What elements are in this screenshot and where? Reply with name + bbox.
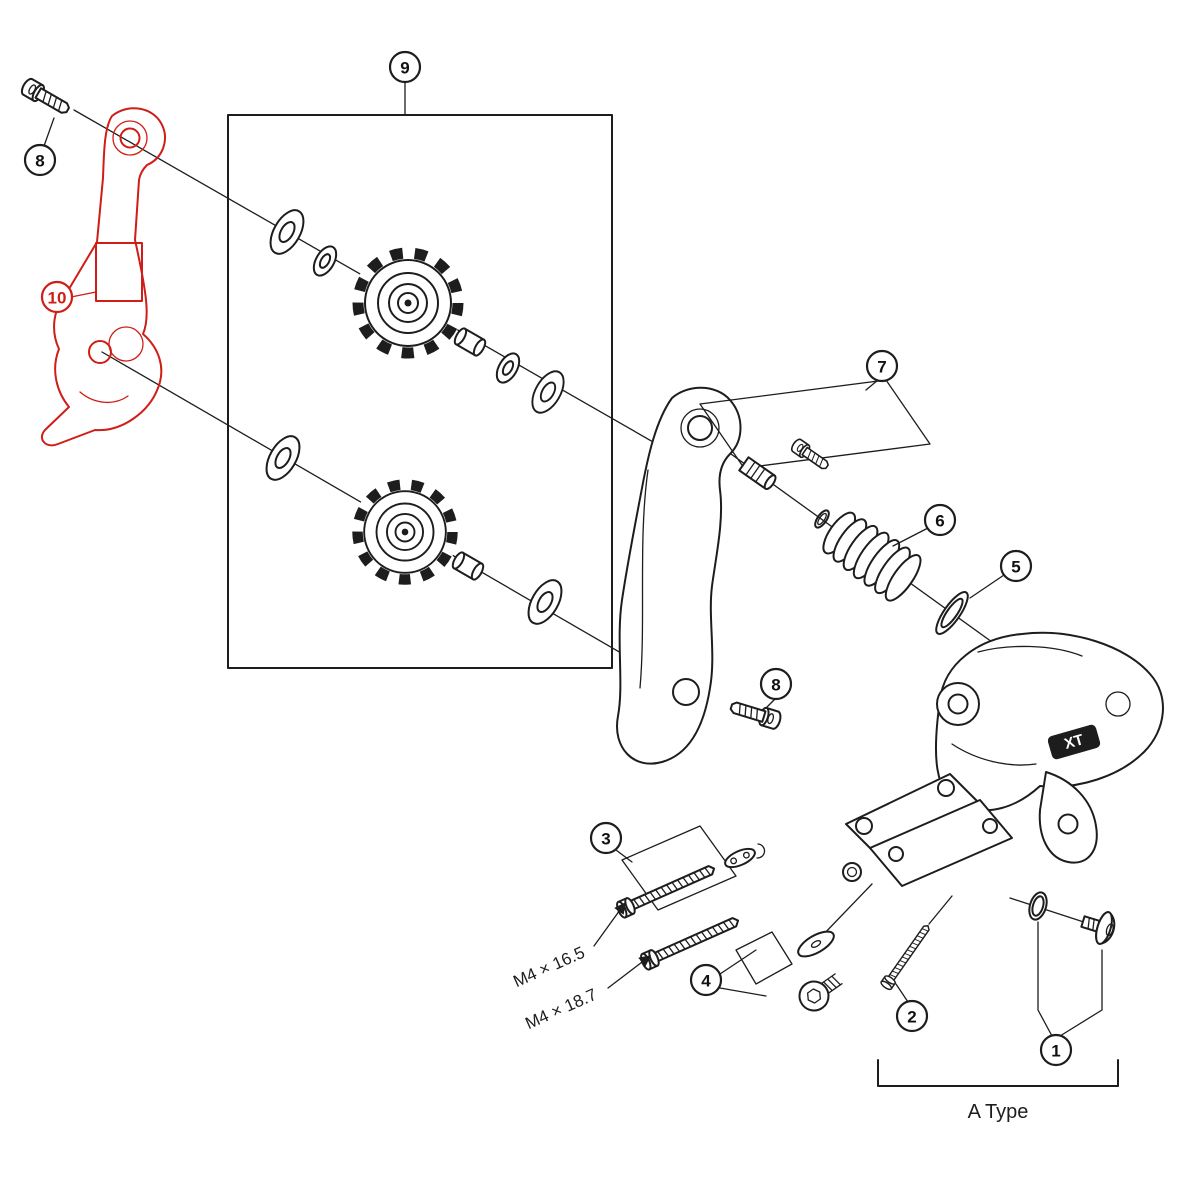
callout-5: 5 [999,549,1033,583]
part-lower-pulley-stack [258,429,570,631]
bolt-spec-lower-label: M4 × 18.7 [522,985,599,1033]
callout-8-top: 8 [23,143,57,177]
adjust-screw-upper [614,859,719,920]
callout-3: 3 [589,821,623,855]
part-pulley-bolt-top [18,75,74,119]
cable-plate-washer [797,930,835,958]
callout-7-label: 7 [877,358,886,377]
a-type-group-bracket: A Type [877,1059,1119,1123]
callout-7: 7 [865,349,899,383]
part-adjust-screws [614,825,766,972]
bracket-fixing-bolt [1077,904,1120,948]
part-tension-spring [822,511,922,602]
xt-logo-text: XT [1062,731,1085,753]
a-type-label: A Type [968,1101,1029,1123]
part-cable-fixing-group [735,930,843,1012]
cable-anchor-bolt [842,862,862,882]
part-spring-cover [935,591,969,635]
part-outer-plate [616,386,742,765]
callout-10: 10 [40,280,74,314]
part-bracket-axle-group [1028,891,1120,948]
callout-9: 9 [388,50,422,84]
xt-logo: XT [1047,724,1101,760]
adjust-screw-lower [638,911,743,972]
screw-plate [724,847,756,869]
callout-8-top-label: 8 [35,152,44,171]
guide-pulley [352,247,464,359]
part-derailleur-body: XT [842,631,1164,887]
callout-1-label: 1 [1051,1042,1060,1061]
leader-lines [43,81,1103,1037]
callout-8-lower-label: 8 [771,676,780,695]
part-o-ring [1028,891,1048,921]
part-upper-pulley-stack [262,203,572,419]
callout-6: 6 [923,503,957,537]
callout-4-label: 4 [701,972,711,991]
callout-6-label: 6 [935,512,944,531]
callout-4: 4 [689,963,723,997]
callout-10-label: 10 [48,289,67,308]
callout-1: 1 [1039,1033,1073,1067]
callout-2: 2 [895,999,929,1033]
callout-3-label: 3 [601,830,610,849]
part-plate-axle-group [699,379,931,529]
callout-5-label: 5 [1011,558,1020,577]
part-inner-plate-highlighted [40,107,166,447]
callout-8-lower: 8 [759,667,793,701]
cable-fixing-bolt [798,973,843,1012]
part-pulley-bolt-lower [727,697,784,732]
b-tension-bolt [788,436,832,474]
pulley-assembly-box [227,114,613,669]
callout-9-label: 9 [400,59,409,78]
part-o-ring-small [814,509,830,529]
tension-pulley [352,479,458,585]
part-b-axle-screw [879,921,934,992]
bolt-spec-upper-label: M4 × 16.5 [510,943,587,991]
screw-clip [756,843,766,859]
callout-2-label: 2 [907,1008,916,1027]
bolt-spec-labels: M4 × 16.5 M4 × 18.7 [510,943,599,1033]
